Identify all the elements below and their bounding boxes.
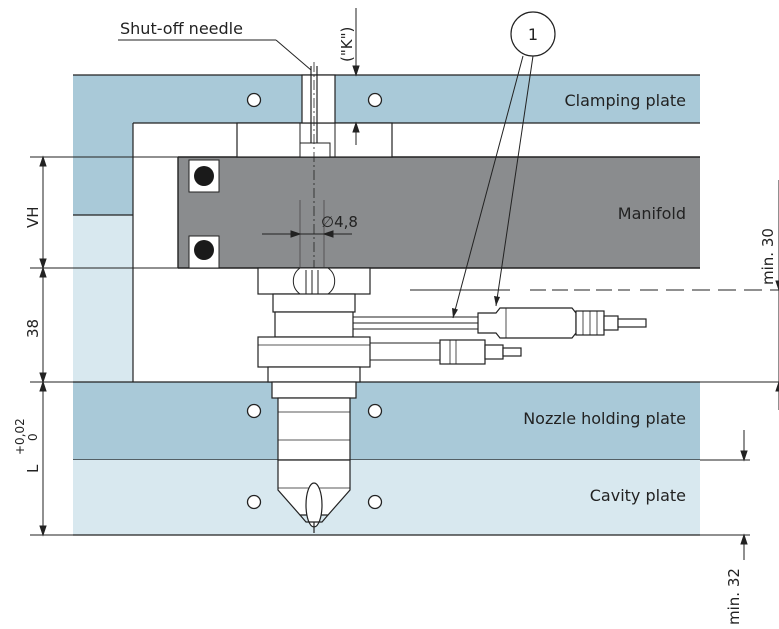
k-dimension-label: ("K") [338, 27, 356, 62]
clamping-plate [73, 74, 700, 215]
diameter-label: ∅4,8 [321, 213, 358, 231]
bolt-hole [367, 494, 383, 510]
bolt-hole [246, 403, 262, 419]
manifold [177, 156, 700, 269]
nozzle-body [257, 267, 371, 533]
bolt-hole [246, 494, 262, 510]
left-dimensions [30, 155, 178, 537]
clamping-plate-label: Clamping plate [564, 91, 686, 110]
min-32-dimension [700, 430, 750, 560]
nozzle-holding-plate [73, 381, 700, 461]
o-ring-bottom [194, 240, 214, 260]
callout-1 [452, 11, 556, 319]
shut-off-needle-label: Shut-off needle [120, 19, 243, 38]
nozzle-holding-plate-label: Nozzle holding plate [523, 409, 686, 428]
needle-housing [236, 74, 393, 158]
manifold-label: Manifold [618, 204, 686, 223]
left-support-plate [73, 214, 134, 382]
dim-38-label: 38 [24, 319, 42, 338]
bolt-holes [246, 92, 383, 510]
diameter-dimension [262, 230, 352, 238]
heater-cable [353, 307, 647, 339]
bolt-hole [367, 403, 383, 419]
cavity-plate [73, 460, 700, 536]
thermocouple-cable [370, 339, 522, 365]
o-ring-top [194, 166, 214, 186]
tolerance-zero-label: 0 [26, 433, 40, 441]
bolt-hole [367, 92, 383, 108]
min-30-label: min. 30 [759, 228, 777, 285]
bolt-hole [246, 92, 262, 108]
shut-off-needle-leader [118, 39, 312, 71]
tolerance-plus-label: +0,02 [13, 418, 27, 455]
k-dimension [352, 8, 360, 145]
min-32-label: min. 32 [725, 568, 743, 625]
cavity-plate-label: Cavity plate [590, 486, 686, 505]
l-label: L [24, 464, 42, 473]
vh-label: VH [24, 206, 42, 228]
callout-number: 1 [528, 25, 538, 44]
